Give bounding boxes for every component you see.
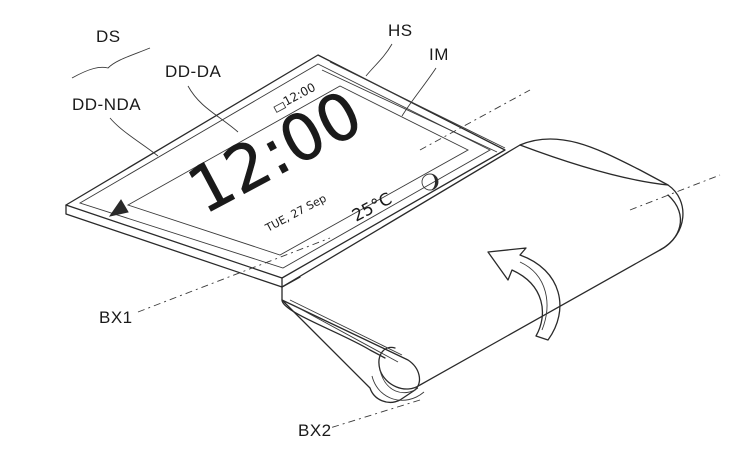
battery-icon (273, 101, 287, 113)
weather-moon-icon (421, 173, 439, 191)
ds-brace (71, 47, 151, 79)
reference-labels: DS DD-DA DD-NDA HS IM BX1 BX2 (71, 21, 449, 440)
clock-time: 12:00 (177, 77, 375, 229)
play-icon (108, 199, 129, 217)
leader-hs (365, 43, 393, 77)
leader-dd-nda (109, 117, 159, 157)
clock-date: TUE, 27 Sep (262, 192, 328, 235)
label-hs: HS (388, 21, 413, 40)
folding-axis-lines (137, 89, 721, 429)
rotation-arrow-icon (487, 247, 561, 341)
temperature: 25°C (349, 189, 395, 226)
label-bx1: BX1 (99, 308, 133, 327)
leader-im (401, 67, 437, 117)
label-dd-nda: DD-NDA (72, 95, 141, 114)
label-bx2: BX2 (298, 421, 332, 440)
leader-dd-da (187, 85, 239, 133)
label-ds: DS (96, 27, 121, 46)
label-im: IM (429, 45, 449, 64)
folded-portion (281, 138, 684, 403)
label-dd-da: DD-DA (165, 62, 221, 81)
